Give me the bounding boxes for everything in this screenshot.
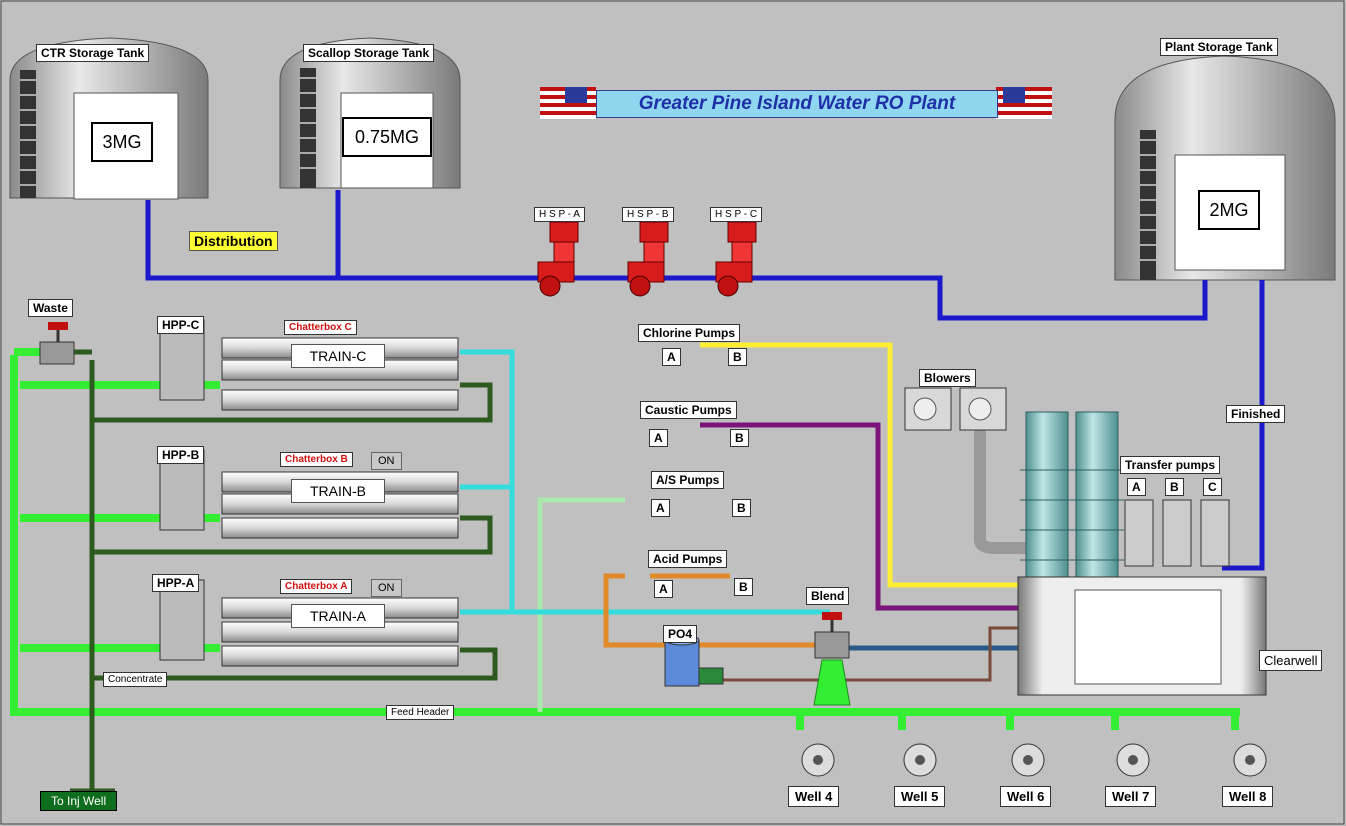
blowers-label: Blowers: [919, 369, 976, 387]
well-6-label[interactable]: Well 6: [1000, 786, 1052, 807]
high-service-pumps: [537, 221, 757, 297]
chlorine-pipe: [700, 342, 1020, 588]
chatterbox-a-status: ON: [371, 579, 402, 597]
as-pipe: [537, 497, 625, 712]
waste-label: Waste: [28, 299, 73, 317]
blend-label: Blend: [806, 587, 850, 605]
ctr-volume: 3MG: [91, 122, 153, 162]
finished-label: Finished: [1226, 405, 1286, 423]
concentrate-pipe: [60, 349, 498, 790]
chatterbox-c-label: Chatterbox C: [284, 320, 357, 335]
caustic-pump-a[interactable]: A: [649, 429, 668, 447]
hpp-b-label[interactable]: HPP-B: [157, 446, 205, 464]
well-7-label[interactable]: Well 7: [1105, 786, 1157, 807]
concentrate-label: Concentrate: [103, 672, 168, 687]
transfer-pump-b[interactable]: B: [1165, 478, 1184, 496]
train-c-label[interactable]: TRAIN-C: [291, 344, 385, 368]
scallop-volume: 0.75MG: [342, 117, 432, 157]
well-4-label[interactable]: Well 4: [788, 786, 840, 807]
blend-valve: [813, 612, 851, 706]
well-8-label[interactable]: Well 8: [1222, 786, 1274, 807]
chlorine-pump-b[interactable]: B: [728, 348, 747, 366]
transfer-pumps: [1124, 499, 1230, 567]
plant-storage-tank: [1114, 55, 1336, 281]
transfer-pump-a[interactable]: A: [1127, 478, 1146, 496]
clearwell-label: Clearwell: [1259, 650, 1323, 671]
as-pump-b[interactable]: B: [732, 499, 751, 517]
train-b-label[interactable]: TRAIN-B: [291, 479, 385, 503]
permeate-pipe: [460, 349, 830, 615]
as-pumps-label: A/S Pumps: [651, 471, 725, 489]
distribution-pipe: [145, 190, 1265, 571]
acid-pipe: [603, 573, 830, 648]
chlorine-pumps-label: Chlorine Pumps: [638, 324, 741, 342]
train-a-label[interactable]: TRAIN-A: [291, 604, 385, 628]
hpp-c-label[interactable]: HPP-C: [157, 316, 205, 334]
po4-label: PO4: [663, 625, 698, 643]
ctr-storage-tank: [9, 37, 209, 200]
acid-pump-a[interactable]: A: [654, 580, 673, 598]
ro-trains: [221, 337, 459, 667]
acid-pumps-label: Acid Pumps: [648, 550, 728, 568]
transfer-pump-c[interactable]: C: [1203, 478, 1222, 496]
hsp-c-label: H S P - C: [710, 207, 763, 222]
distribution-label: Distribution: [189, 231, 278, 251]
chatterbox-b-status: ON: [371, 452, 402, 470]
transfer-pumps-label: Transfer pumps: [1120, 456, 1221, 474]
caustic-pumps-label: Caustic Pumps: [640, 401, 737, 419]
caustic-pipe: [700, 422, 1020, 611]
acid-pump-b[interactable]: B: [734, 578, 753, 596]
plant-title: Greater Pine Island Water RO Plant: [596, 90, 998, 118]
chlorine-pump-a[interactable]: A: [662, 348, 681, 366]
ctr-tank-label: CTR Storage Tank: [36, 44, 150, 62]
scallop-tank-label: Scallop Storage Tank: [303, 44, 435, 62]
degasifier-towers: [1020, 411, 1124, 581]
inj-well-label: To Inj Well: [40, 791, 118, 811]
chatterbox-b-label: Chatterbox B: [280, 452, 353, 467]
waste-valve: [39, 322, 75, 365]
clearwell: [1017, 576, 1267, 696]
well-pumps: [801, 743, 1267, 777]
caustic-pump-b[interactable]: B: [730, 429, 749, 447]
plant-volume: 2MG: [1198, 190, 1260, 230]
hsp-b-label: H S P - B: [622, 207, 674, 222]
feed-header-label: Feed Header: [386, 705, 455, 720]
high-pressure-pumps: [159, 319, 205, 661]
chatterbox-a-label: Chatterbox A: [280, 579, 353, 594]
well-5-label[interactable]: Well 5: [894, 786, 946, 807]
hsp-a-label: H S P - A: [534, 207, 585, 222]
as-pump-a[interactable]: A: [651, 499, 670, 517]
plant-tank-label: Plant Storage Tank: [1160, 38, 1278, 56]
flag-icon: [540, 87, 1052, 119]
hpp-a-label[interactable]: HPP-A: [152, 574, 200, 592]
blowers: [904, 387, 1007, 431]
